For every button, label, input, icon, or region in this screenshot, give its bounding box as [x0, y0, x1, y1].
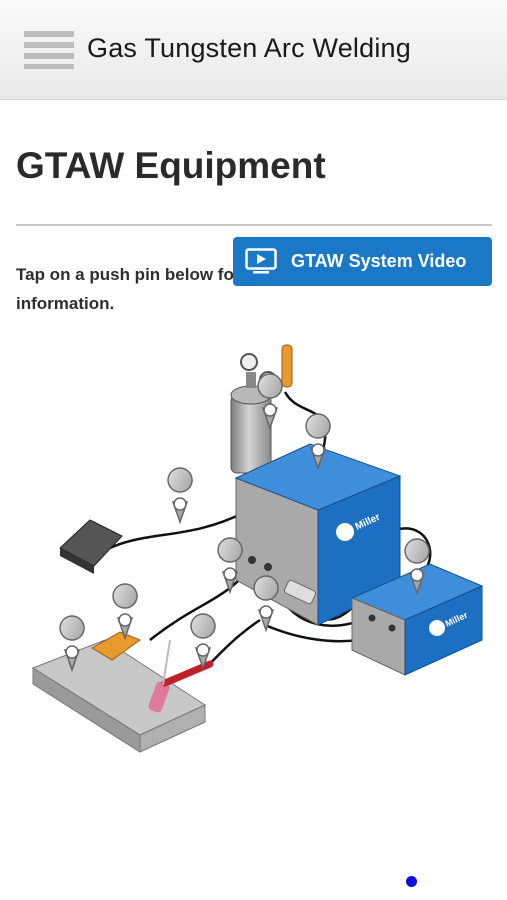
workpiece-pin[interactable]	[59, 615, 85, 673]
work-clamp-pin[interactable]	[112, 583, 138, 641]
push-pins	[59, 373, 430, 673]
power-source: Miller	[234, 443, 402, 626]
torch-connection-pin[interactable]	[253, 575, 279, 633]
page-title: GTAW Equipment	[16, 145, 326, 186]
hamburger-menu-icon[interactable]	[24, 30, 74, 70]
cylinder-pin[interactable]	[257, 373, 283, 431]
cooler-pin[interactable]	[404, 538, 430, 596]
page-indicator-dot[interactable]	[406, 876, 417, 887]
gtaw-equipment-diagram: Miller Miller	[31, 344, 484, 753]
work-clamp	[91, 631, 142, 661]
torch-pin[interactable]	[190, 613, 216, 671]
foot-control	[59, 519, 123, 574]
navigation-bar: Gas Tungsten Arc Welding	[0, 0, 507, 100]
video-play-icon	[245, 248, 277, 274]
divider	[16, 224, 492, 226]
power-source-pin[interactable]	[305, 413, 331, 471]
foot-control-pin[interactable]	[167, 467, 193, 525]
nav-title: Gas Tungsten Arc Welding	[87, 33, 411, 63]
gas-cylinder	[230, 344, 293, 474]
workpiece	[31, 639, 207, 753]
video-button-label: GTAW System Video	[291, 251, 467, 271]
gtaw-system-video-button[interactable]: GTAW System Video	[233, 237, 492, 286]
receptacle-pin[interactable]	[217, 537, 243, 595]
